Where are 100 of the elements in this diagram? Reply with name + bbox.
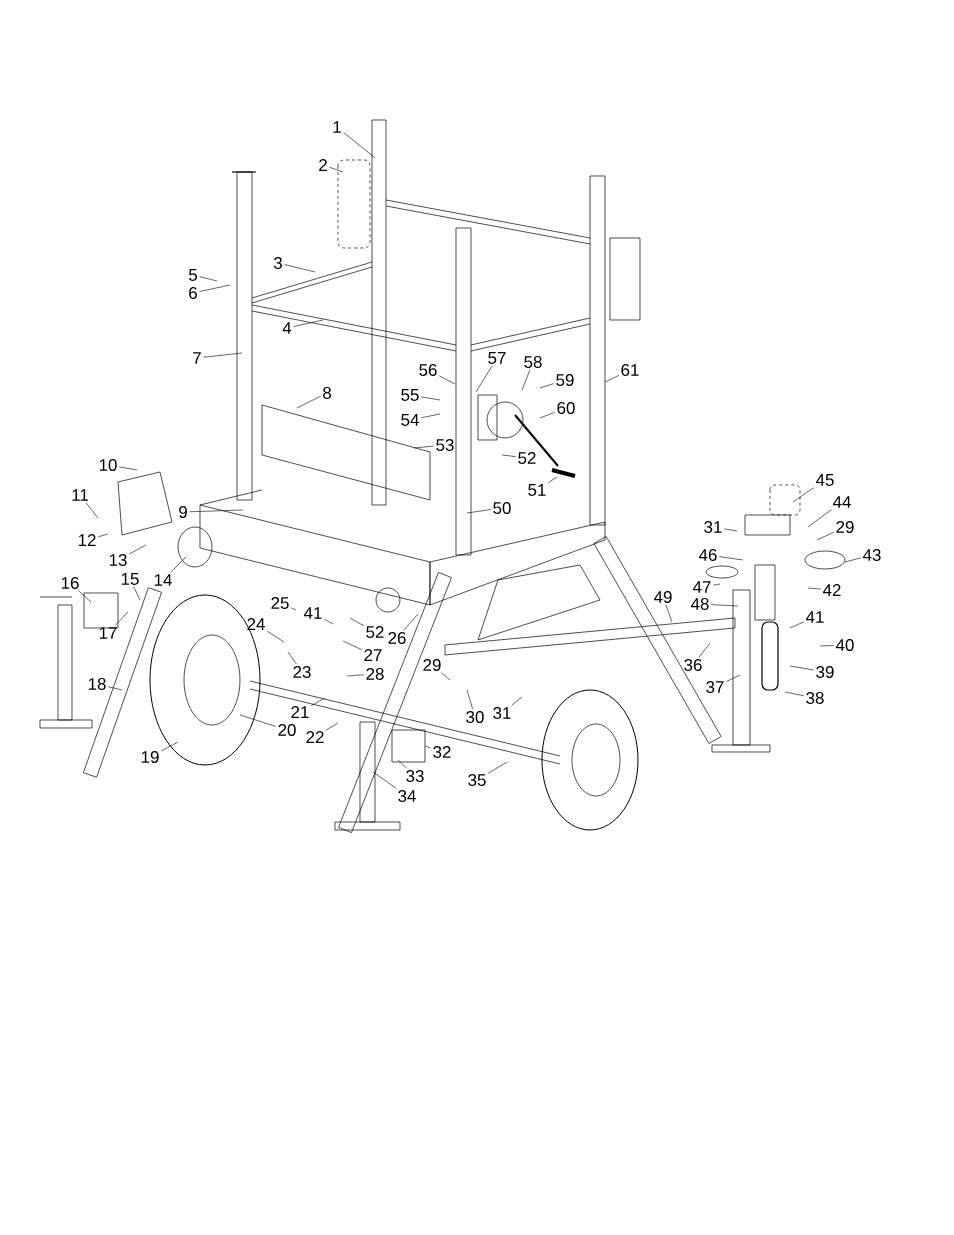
leader-line: [807, 587, 822, 590]
callout-number: 46: [698, 549, 717, 561]
leader-line: [789, 621, 805, 629]
callout-number: 3: [273, 257, 282, 269]
callout-number: 2: [319, 159, 327, 171]
leader-line: [807, 509, 832, 528]
leader-line: [784, 691, 805, 697]
leader-line: [189, 509, 244, 513]
leader-line: [203, 352, 243, 358]
leader-line: [665, 604, 673, 623]
leader-line: [325, 722, 339, 731]
leader-line: [819, 645, 835, 647]
leader-line: [239, 714, 277, 727]
callout-number: 58: [524, 356, 542, 368]
leader-line: [844, 557, 862, 563]
leader-line: [310, 697, 326, 706]
leader-line: [114, 611, 129, 626]
callout-number: 57: [488, 352, 506, 364]
callout-number: 52: [366, 626, 384, 638]
leader-line: [816, 531, 835, 541]
callout-number: 42: [822, 584, 841, 596]
leader-line: [547, 476, 558, 483]
leader-line: [107, 686, 123, 691]
leader-line: [466, 689, 473, 710]
leader-line: [718, 556, 744, 561]
leader-line: [438, 375, 456, 385]
leader-line: [789, 665, 815, 671]
callout-number: 55: [401, 389, 419, 401]
leader-line: [329, 166, 344, 173]
callout-number: 44: [832, 496, 851, 508]
callout-number: 11: [72, 489, 88, 501]
leader-line: [441, 672, 451, 681]
callout-number: 8: [323, 387, 331, 399]
leader-line: [290, 607, 297, 611]
leader-line: [725, 674, 741, 682]
leader-line: [475, 365, 493, 393]
callout-number: 12: [78, 534, 96, 546]
leader-line: [128, 544, 147, 555]
callout-number: 35: [468, 774, 486, 786]
leader-line: [511, 696, 523, 706]
leader-line: [710, 604, 739, 607]
callout-number: 34: [398, 790, 416, 802]
leader-line: [349, 617, 365, 626]
leader-line: [413, 445, 435, 449]
leader-line: [424, 745, 432, 749]
callout-number: 17: [99, 627, 117, 639]
callout-number: 30: [466, 711, 484, 723]
leader-line: [792, 487, 815, 503]
callout-number: 28: [366, 668, 384, 680]
callout-number: 25: [271, 597, 289, 609]
callout-number: 23: [293, 666, 311, 678]
leader-line: [539, 383, 555, 389]
callout-number: 20: [278, 724, 296, 736]
callout-number: 7: [193, 352, 201, 364]
leader-line: [284, 264, 316, 273]
callout-number: 61: [621, 364, 639, 376]
callout-number: 9: [179, 506, 187, 518]
callout-number: 45: [815, 474, 834, 486]
leader-line: [199, 284, 231, 292]
leader-line: [712, 583, 721, 586]
leader-line: [539, 412, 556, 419]
leader-line: [323, 618, 334, 625]
callout-number: 52: [518, 452, 536, 464]
callout-number: 39: [816, 666, 834, 678]
callout-number: 41: [805, 611, 824, 623]
leader-line: [698, 642, 711, 658]
callout-number: 16: [61, 577, 79, 589]
callout-number: 54: [401, 414, 419, 426]
leader-line: [403, 613, 419, 631]
callout-number: 18: [88, 678, 106, 690]
leader-line: [85, 502, 99, 519]
callout-number: 4: [282, 322, 292, 334]
leader-line: [604, 375, 620, 383]
callout-number: 19: [141, 751, 159, 763]
callout-number: 33: [406, 770, 424, 782]
leader-line: [160, 741, 179, 752]
leader-line: [501, 454, 517, 457]
callout-number: 43: [862, 549, 881, 561]
leader-line: [342, 640, 363, 651]
callout-number: 40: [835, 639, 854, 651]
callout-number: 60: [557, 402, 575, 414]
leader-line: [133, 586, 141, 601]
callout-number: 56: [419, 364, 437, 376]
callout-number: 24: [247, 618, 265, 630]
leader-line: [466, 509, 492, 514]
leader-line: [487, 761, 508, 774]
callout-number: 26: [388, 632, 406, 644]
callout-number: 21: [291, 706, 309, 718]
callout-number: 41: [303, 607, 322, 619]
callout-number: 31: [704, 521, 722, 533]
callout-number: 27: [364, 649, 382, 661]
leader-line: [372, 771, 397, 789]
leader-line: [521, 369, 531, 391]
callout-number: 1: [333, 121, 341, 133]
callout-number: 49: [653, 591, 672, 603]
callout-number: 36: [684, 659, 702, 671]
callout-number: 10: [99, 459, 117, 471]
leader-line: [199, 276, 218, 282]
callout-number: 37: [706, 681, 724, 693]
callout-number: 48: [690, 598, 709, 610]
